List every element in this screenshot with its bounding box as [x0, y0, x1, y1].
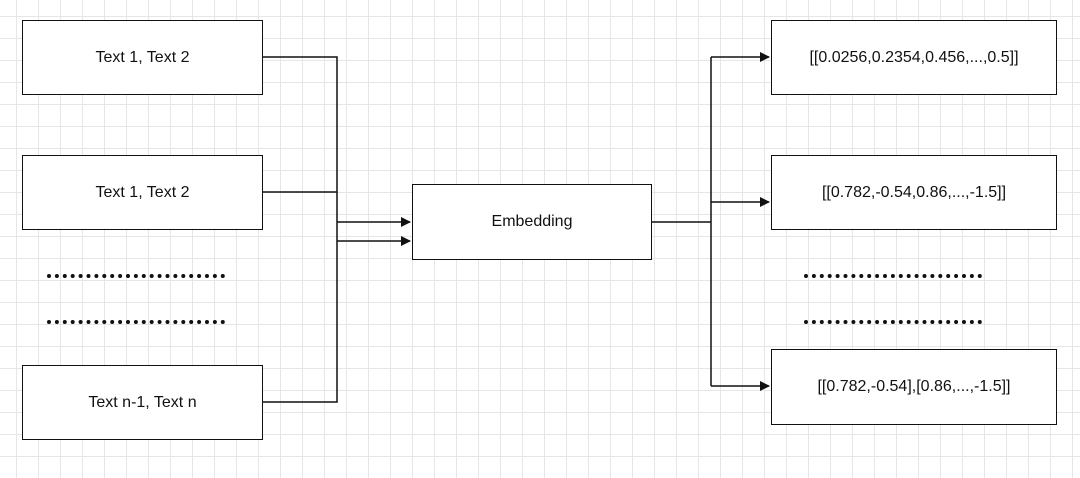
input-box-3-label: Text n-1, Text n [88, 393, 197, 411]
output-box-2: [[0.782,-0.54,0.86,...,-1.5]] [771, 155, 1057, 230]
output-box-3: [[0.782,-0.54],[0.86,...,-1.5]] [771, 349, 1057, 425]
input-box-3: Text n-1, Text n [22, 365, 263, 440]
input-box-2-label: Text 1, Text 2 [95, 183, 190, 201]
output-box-3-label: [[0.782,-0.54],[0.86,...,-1.5]] [817, 378, 1011, 395]
output-box-1-label: [[0.0256,0.2354,0.456,...,0.5]] [809, 48, 1019, 66]
input-box-1-label: Text 1, Text 2 [95, 48, 190, 66]
input-1-connector [263, 56, 338, 403]
ellipsis-left-1 [47, 274, 225, 278]
input-box-2: Text 1, Text 2 [22, 155, 263, 230]
output-box-1: [[0.0256,0.2354,0.456,...,0.5]] [771, 20, 1057, 95]
embedding-label: Embedding [491, 213, 573, 230]
ellipsis-left-2 [47, 320, 225, 324]
ellipsis-right-2 [804, 320, 982, 324]
embedding-box: Embedding [412, 184, 652, 260]
output-box-2-label: [[0.782,-0.54,0.86,...,-1.5]] [821, 183, 1007, 201]
ellipsis-right-1 [804, 274, 982, 278]
input-box-1: Text 1, Text 2 [22, 20, 263, 95]
